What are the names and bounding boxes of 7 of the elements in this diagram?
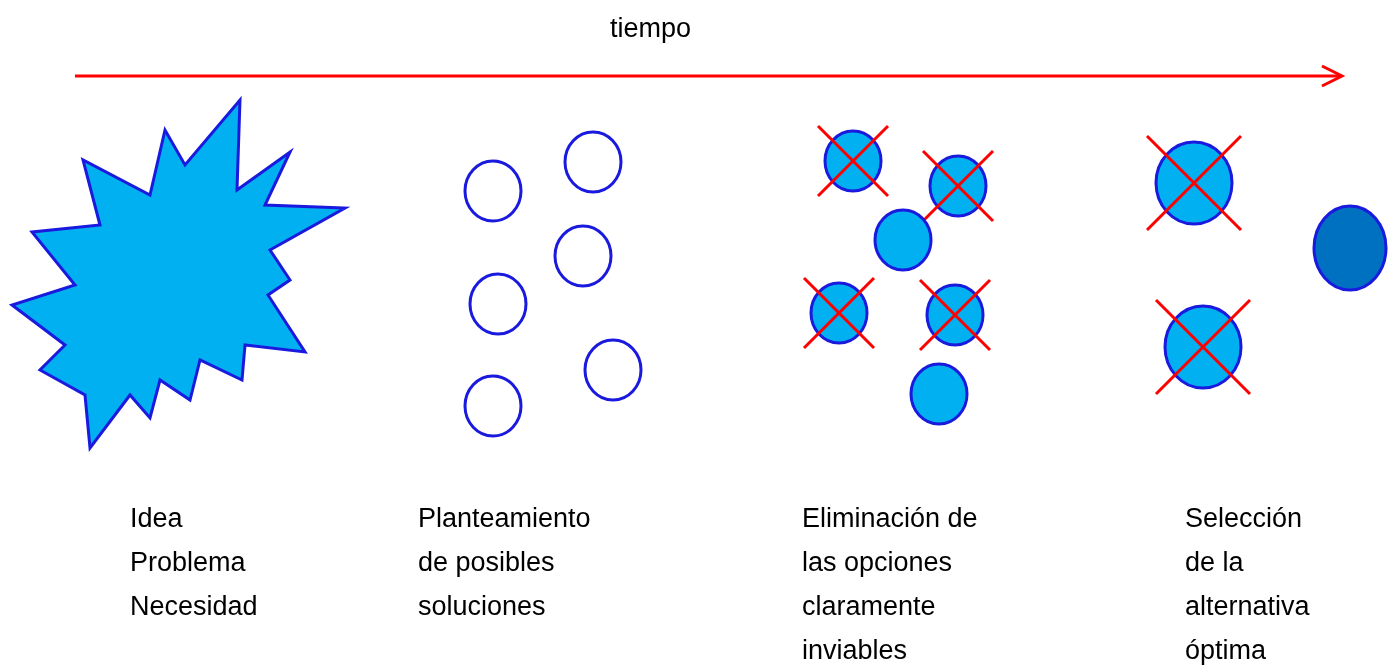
stage-caption: Selección de la alternativa óptima (1185, 502, 1311, 667)
stage-caption: Planteamiento de posibles soluciones (418, 502, 592, 623)
stage-caption: Idea (130, 502, 183, 535)
stage-caption: Problema (130, 546, 246, 579)
stage-caption: Necesidad (130, 590, 258, 623)
axis-label: tiempo (610, 12, 692, 45)
stage-caption: Eliminación de las opciones claramente inviables (802, 502, 979, 667)
